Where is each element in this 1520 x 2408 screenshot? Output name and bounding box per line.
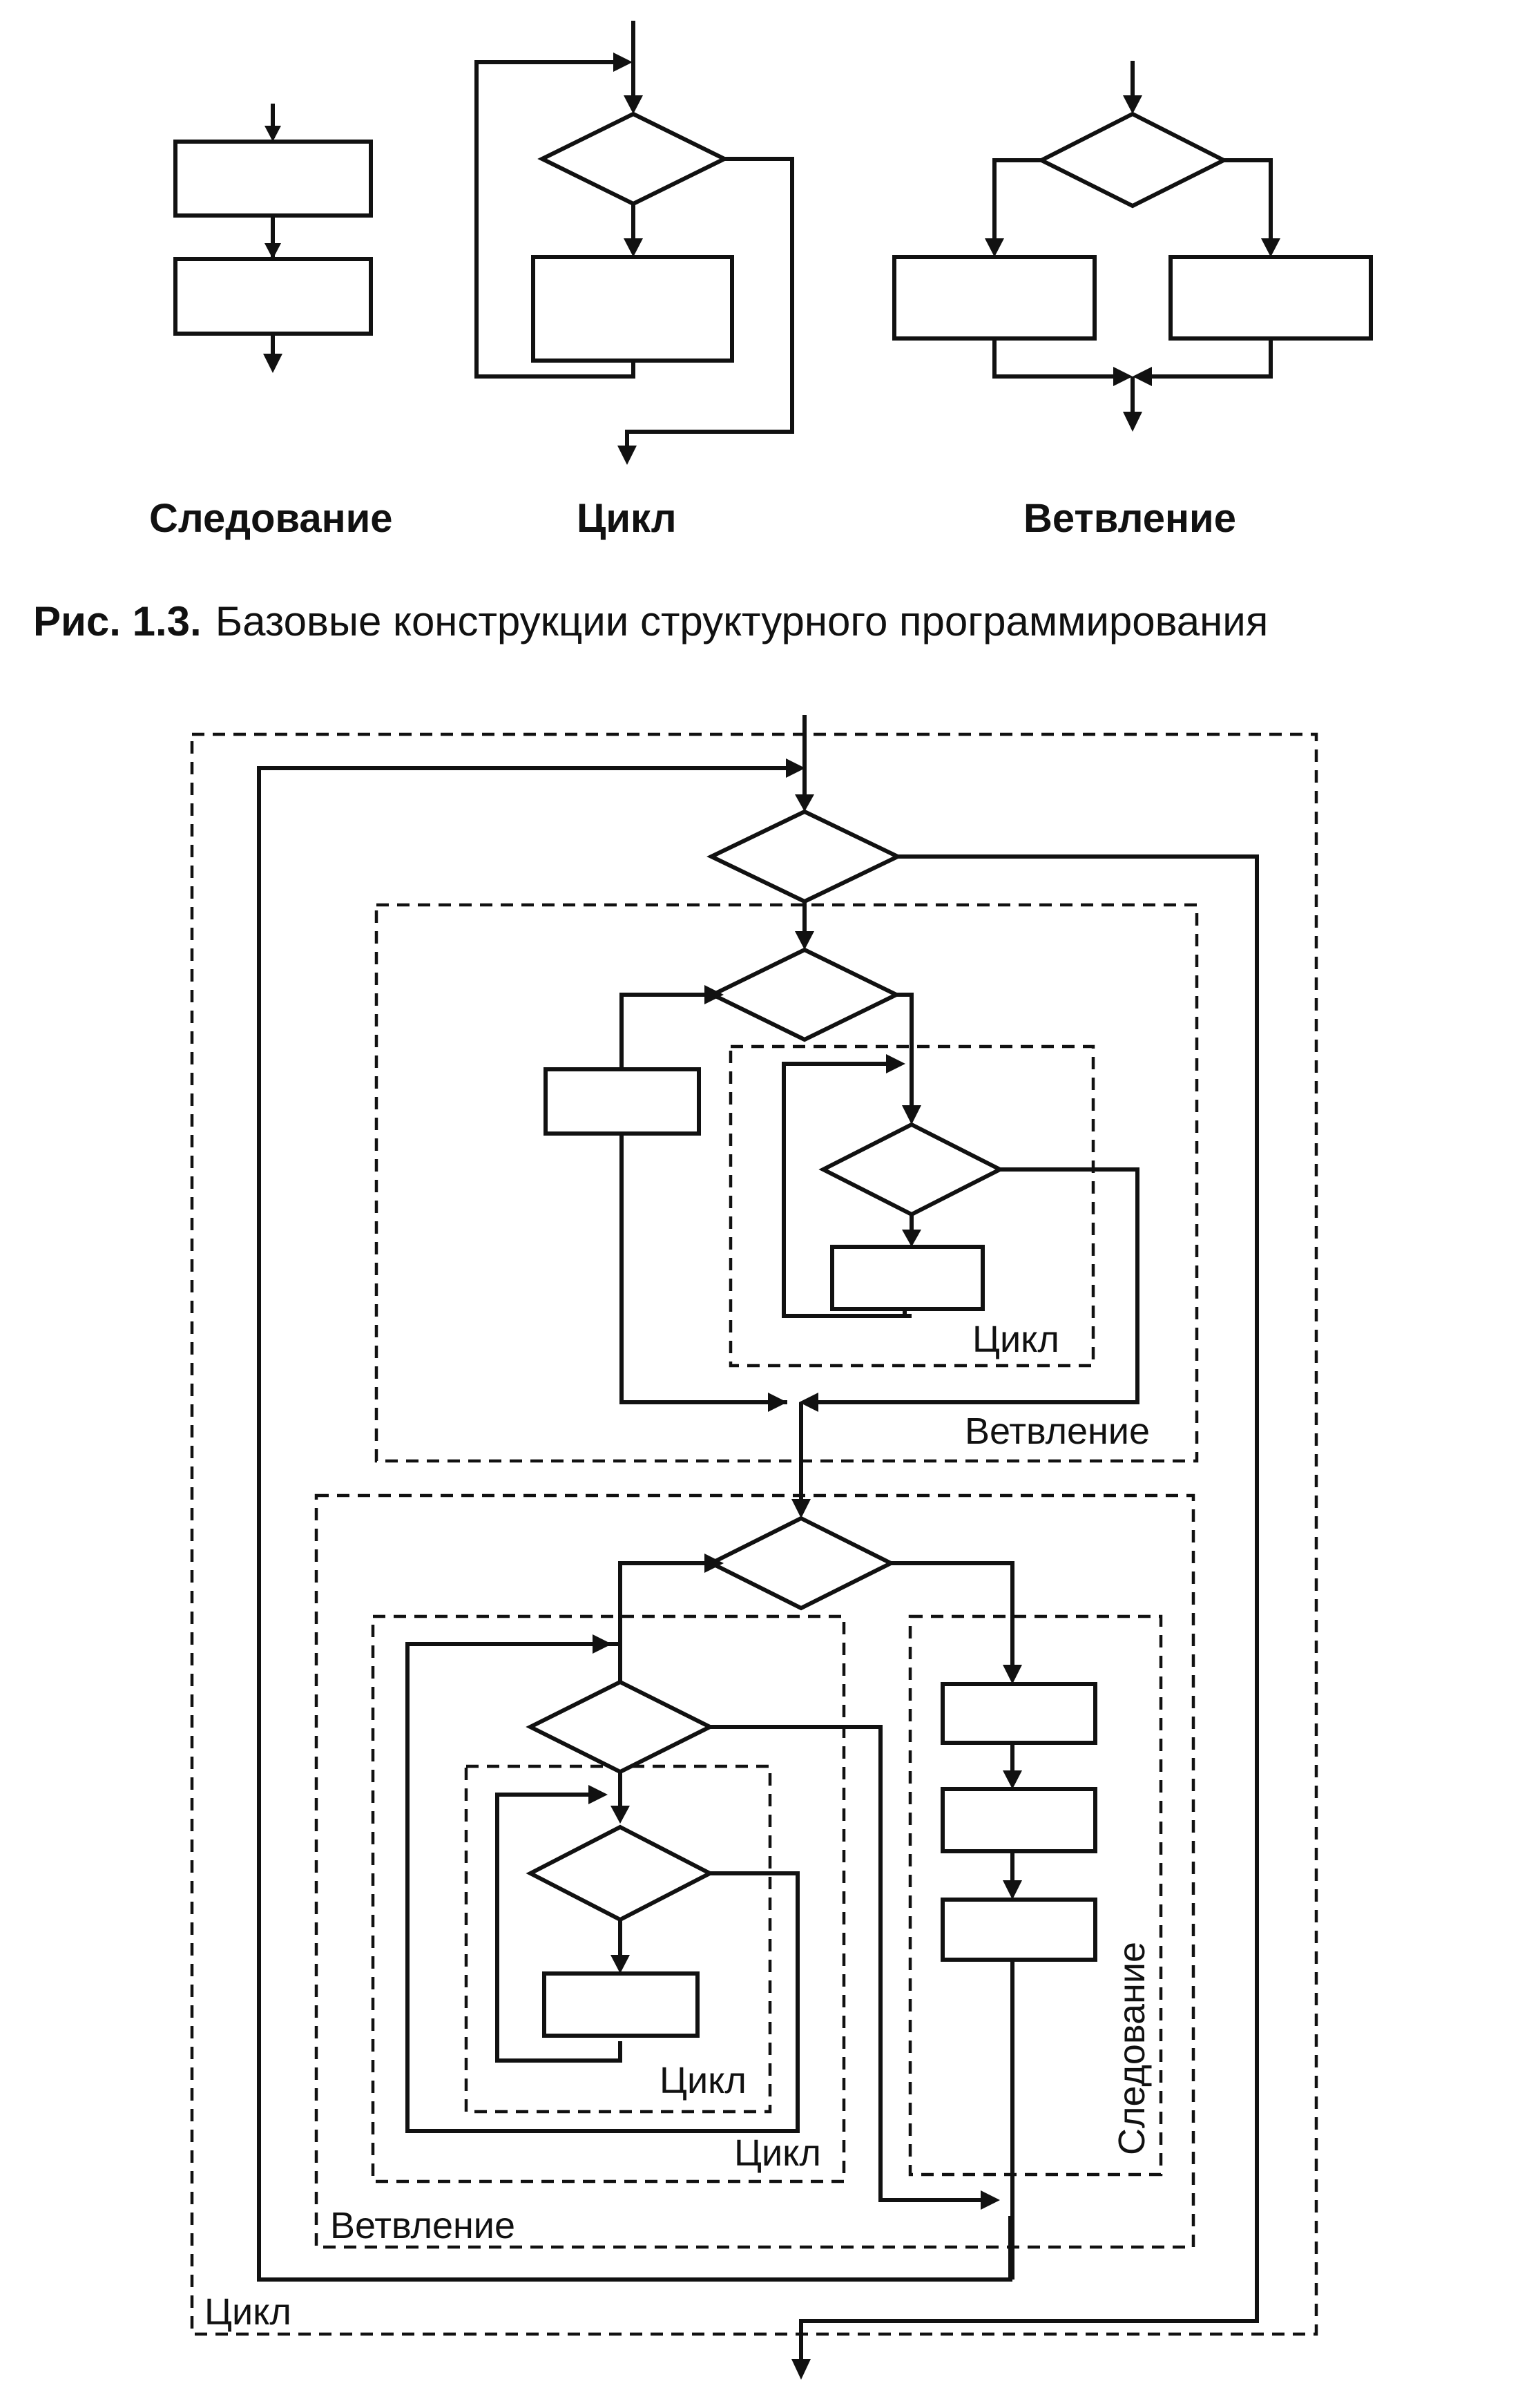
outer-loop-region bbox=[190, 732, 1318, 2336]
branch-label: Ветвление bbox=[1023, 496, 1236, 541]
process-block bbox=[531, 255, 734, 363]
sequence-block-2 bbox=[941, 1787, 1097, 1853]
sequence-construct bbox=[173, 104, 373, 373]
loop-region-2 bbox=[371, 1614, 846, 2184]
branch-1-label: Ветвление bbox=[965, 1411, 1150, 1452]
outer-loop-label: Цикл bbox=[204, 2291, 291, 2333]
caption-text: Базовые конструкции структурного програм… bbox=[215, 598, 1269, 644]
loop-construct bbox=[474, 21, 794, 465]
decision-diamond bbox=[1037, 111, 1229, 209]
process-block bbox=[173, 257, 373, 336]
branch-2-decision bbox=[706, 1516, 896, 1611]
sequence-region-label: Следование bbox=[1111, 1942, 1153, 2155]
branch-1-process bbox=[543, 1067, 701, 1136]
inner-loop-1-process bbox=[830, 1245, 985, 1311]
branch-region-2 bbox=[314, 1493, 1195, 2249]
decision-diamond bbox=[537, 111, 729, 207]
loop-label: Цикл bbox=[577, 496, 677, 541]
inner-loop-2-decision bbox=[526, 1824, 715, 1922]
inner-loop-2-process bbox=[542, 1971, 700, 2038]
caption-number: Рис. 1.3. bbox=[33, 598, 202, 644]
loop-2-label: Цикл bbox=[734, 2132, 821, 2174]
inner-loop-2-label: Цикл bbox=[660, 2060, 747, 2101]
process-block bbox=[1168, 255, 1373, 341]
sequence-block-1 bbox=[941, 1682, 1097, 1745]
sequence-block-3 bbox=[941, 1898, 1097, 1962]
figure-caption: Рис. 1.3. Базовые конструкции структурно… bbox=[33, 598, 1268, 644]
sequence-label: Следование bbox=[149, 496, 393, 541]
sequence-region bbox=[908, 1614, 1163, 2177]
loop-2-decision bbox=[526, 1679, 715, 1775]
branch-region-1 bbox=[374, 903, 1199, 1463]
process-block bbox=[173, 140, 373, 218]
branch-construct bbox=[892, 61, 1373, 432]
branch-2-label: Ветвление bbox=[330, 2205, 515, 2246]
process-block bbox=[892, 255, 1097, 341]
outer-loop-decision bbox=[706, 809, 903, 904]
inner-loop-1-label: Цикл bbox=[972, 1319, 1059, 1360]
inner-loop-region-1 bbox=[729, 1044, 1095, 1368]
inner-loop-1-decision bbox=[818, 1122, 1005, 1217]
branch-1-decision bbox=[708, 947, 901, 1042]
